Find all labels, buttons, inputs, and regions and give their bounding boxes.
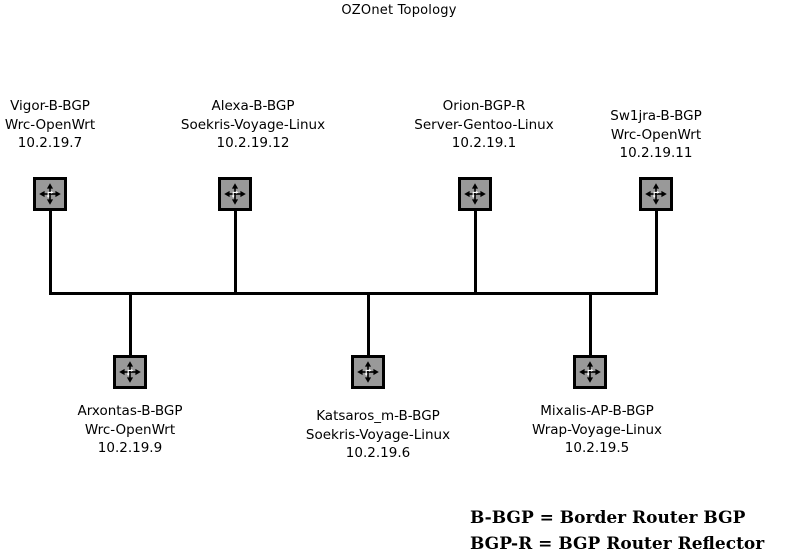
node-name-arxontas: Arxontas-B-BGP	[77, 403, 183, 419]
node-ip-vigor: 10.2.19.7	[17, 135, 83, 151]
node-name-sw1jra: Sw1jra-B-BGP	[610, 108, 702, 124]
legend-line-1: B-BGP = Border Router BGP	[470, 508, 746, 528]
link-sw1jra	[655, 211, 658, 295]
node-platform-mixalis: Wrap-Voyage-Linux	[531, 421, 663, 438]
node-name-katsaros: Katsaros_m-B-BGP	[316, 408, 440, 424]
node-name-vigor: Vigor-B-BGP	[10, 98, 90, 114]
node-ip-orion: 10.2.19.1	[451, 135, 517, 151]
node-ip-arxontas: 10.2.19.9	[97, 440, 163, 456]
legend: B-BGP = Border Router BGP BGP-R = BGP Rou…	[470, 505, 764, 557]
link-katsaros	[367, 292, 370, 355]
link-alexa	[234, 211, 237, 295]
router-icon-sw1jra[interactable]	[639, 177, 673, 211]
link-orion	[474, 211, 477, 295]
node-platform-vigor: Wrc-OpenWrt	[4, 116, 96, 133]
link-arxontas	[129, 292, 132, 355]
router-icon-alexa[interactable]	[218, 177, 252, 211]
page-title: OZOnet Topology	[341, 3, 457, 18]
node-platform-katsaros: Soekris-Voyage-Linux	[305, 426, 451, 443]
node-platform-sw1jra: Wrc-OpenWrt	[610, 126, 702, 143]
node-name-alexa: Alexa-B-BGP	[211, 98, 295, 114]
node-name-mixalis: Mixalis-AP-B-BGP	[540, 403, 654, 419]
router-icon-mixalis[interactable]	[573, 355, 607, 389]
link-vigor	[49, 211, 52, 295]
router-icon-katsaros[interactable]	[351, 355, 385, 389]
node-platform-arxontas: Wrc-OpenWrt	[84, 421, 176, 438]
node-ip-sw1jra: 10.2.19.11	[619, 145, 693, 161]
link-mixalis	[589, 292, 592, 355]
node-name-orion: Orion-BGP-R	[442, 98, 526, 114]
shared-ethernet-bus	[50, 292, 657, 295]
router-icon-vigor[interactable]	[33, 177, 67, 211]
node-ip-alexa: 10.2.19.12	[216, 135, 290, 151]
node-platform-alexa: Soekris-Voyage-Linux	[180, 116, 326, 133]
router-icon-arxontas[interactable]	[113, 355, 147, 389]
legend-line-2: BGP-R = BGP Router Reflector	[470, 534, 765, 554]
router-icon-orion[interactable]	[458, 177, 492, 211]
node-platform-orion: Server-Gentoo-Linux	[414, 116, 554, 133]
node-ip-mixalis: 10.2.19.5	[564, 440, 630, 456]
node-ip-katsaros: 10.2.19.6	[345, 445, 411, 461]
